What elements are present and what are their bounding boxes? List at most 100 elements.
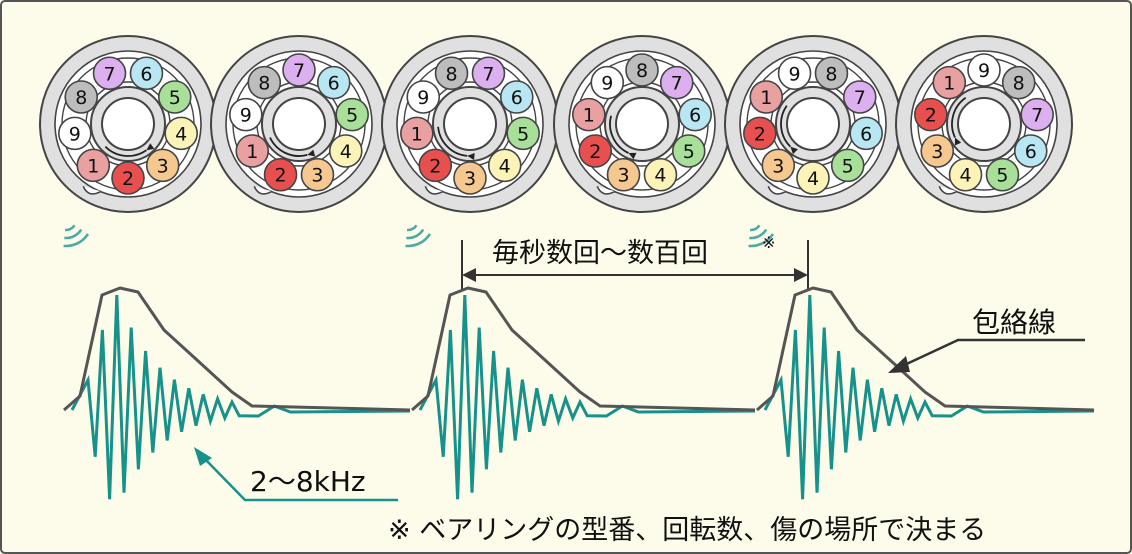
ball-number: 7 (103, 63, 115, 85)
ball-number: 6 (328, 73, 340, 95)
ball-shape (64, 80, 99, 114)
ball: 7 (282, 53, 316, 87)
ball-number: 5 (517, 123, 529, 145)
ball-number: 4 (654, 165, 666, 187)
bore (101, 97, 155, 151)
interval-arrowhead-right (794, 268, 808, 282)
ball-shape (849, 116, 883, 151)
ball: 8 (247, 65, 282, 100)
outer-race-defect (424, 185, 444, 195)
bore (272, 97, 326, 151)
ball: 3 (606, 157, 641, 192)
ball: 2 (263, 157, 298, 192)
bore (615, 97, 669, 151)
ball-shape (643, 157, 678, 192)
ball-number: 8 (636, 60, 648, 82)
ball-shape (625, 53, 659, 87)
ball: 4 (796, 161, 830, 195)
ball-number: 2 (122, 168, 134, 190)
ball-shape (506, 116, 540, 151)
ball-number: 9 (978, 60, 990, 82)
ball: 6 (678, 97, 712, 132)
signal-wave-1 (749, 224, 761, 232)
ball-shape (92, 56, 127, 91)
ball: 7 (1020, 97, 1054, 132)
envelope-leader-line (897, 338, 1085, 370)
outer-race-defect (767, 185, 787, 195)
ball-number: 4 (807, 168, 819, 190)
ball-shape (659, 65, 694, 100)
ball-number: 1 (943, 73, 955, 95)
ball: 1 (572, 97, 606, 132)
ball-shape (76, 148, 111, 183)
rotation-arrowhead (307, 149, 316, 157)
envelope-segment-2 (411, 286, 756, 412)
ball-shape (914, 97, 948, 132)
ball-shape (400, 116, 434, 151)
ball: 7 (92, 56, 127, 91)
ball: 9 (229, 97, 263, 132)
ball: 4 (328, 134, 363, 168)
bore (957, 97, 1011, 151)
ball-shape (164, 116, 198, 151)
ball: 3 (761, 148, 796, 183)
ball-number: 3 (464, 168, 476, 190)
ball-shape (985, 157, 1020, 192)
ball: 8 (434, 56, 469, 91)
ball-number: 2 (274, 165, 286, 187)
ball-shape (578, 134, 613, 168)
ball: 8 (64, 80, 99, 114)
ball-shape (761, 148, 796, 183)
ball-number: 8 (258, 73, 270, 95)
outer-race-defect (253, 185, 273, 195)
ball-shape (499, 80, 534, 114)
frequency-leader-arrowhead (194, 447, 212, 466)
ball-number: 4 (175, 123, 187, 145)
ball: 6 (849, 116, 883, 151)
ball: 8 (625, 53, 659, 87)
footnote: ※ ベアリングの型番、回転数、傷の場所で決まる (388, 515, 986, 546)
ball-shape (1001, 65, 1036, 100)
bore (786, 97, 840, 151)
ball: 6 (1013, 134, 1048, 168)
ball-shape (777, 56, 812, 91)
ball: 3 (300, 157, 335, 192)
ball: 7 (842, 80, 877, 114)
ball-number: 4 (499, 155, 511, 177)
ball-number: 3 (157, 155, 169, 177)
ball-number: 9 (788, 63, 800, 85)
outer-race-defect (596, 185, 616, 195)
signal-wave-3 (748, 233, 775, 248)
ball-shape (948, 157, 983, 192)
rotation-arrowhead (628, 152, 637, 160)
ball: 2 (914, 97, 948, 132)
signal-wave-2 (406, 228, 425, 240)
ball: 3 (453, 161, 487, 195)
ball-number: 6 (689, 105, 701, 127)
ball: 1 (749, 80, 784, 114)
ball-shape (406, 80, 441, 114)
ball-number: 7 (293, 60, 305, 82)
ball: 6 (316, 65, 351, 100)
interval-dimension: 毎秒数回〜数百回 ※ (461, 233, 809, 290)
ball-shape (1013, 134, 1048, 168)
envelope-leader-arrowhead (888, 356, 910, 373)
ball-shape (157, 80, 192, 114)
ball-shape (453, 161, 487, 195)
ball-number: 9 (417, 87, 429, 109)
ball-shape (814, 56, 849, 91)
rotation-arrow (269, 137, 308, 157)
signal-wave-1 (406, 224, 418, 232)
ball-shape (145, 148, 180, 183)
ball: 3 (920, 134, 955, 168)
frequency-callout: 2〜8kHz (194, 447, 398, 502)
ball-number: 6 (511, 87, 523, 109)
ball-shape (263, 157, 298, 192)
ball-shape (606, 157, 641, 192)
ball-number: 2 (754, 123, 766, 145)
ball-number: 6 (1025, 141, 1037, 163)
ball-number: 1 (760, 87, 772, 109)
ball: 8 (1001, 65, 1036, 100)
ball-shape (111, 161, 145, 195)
